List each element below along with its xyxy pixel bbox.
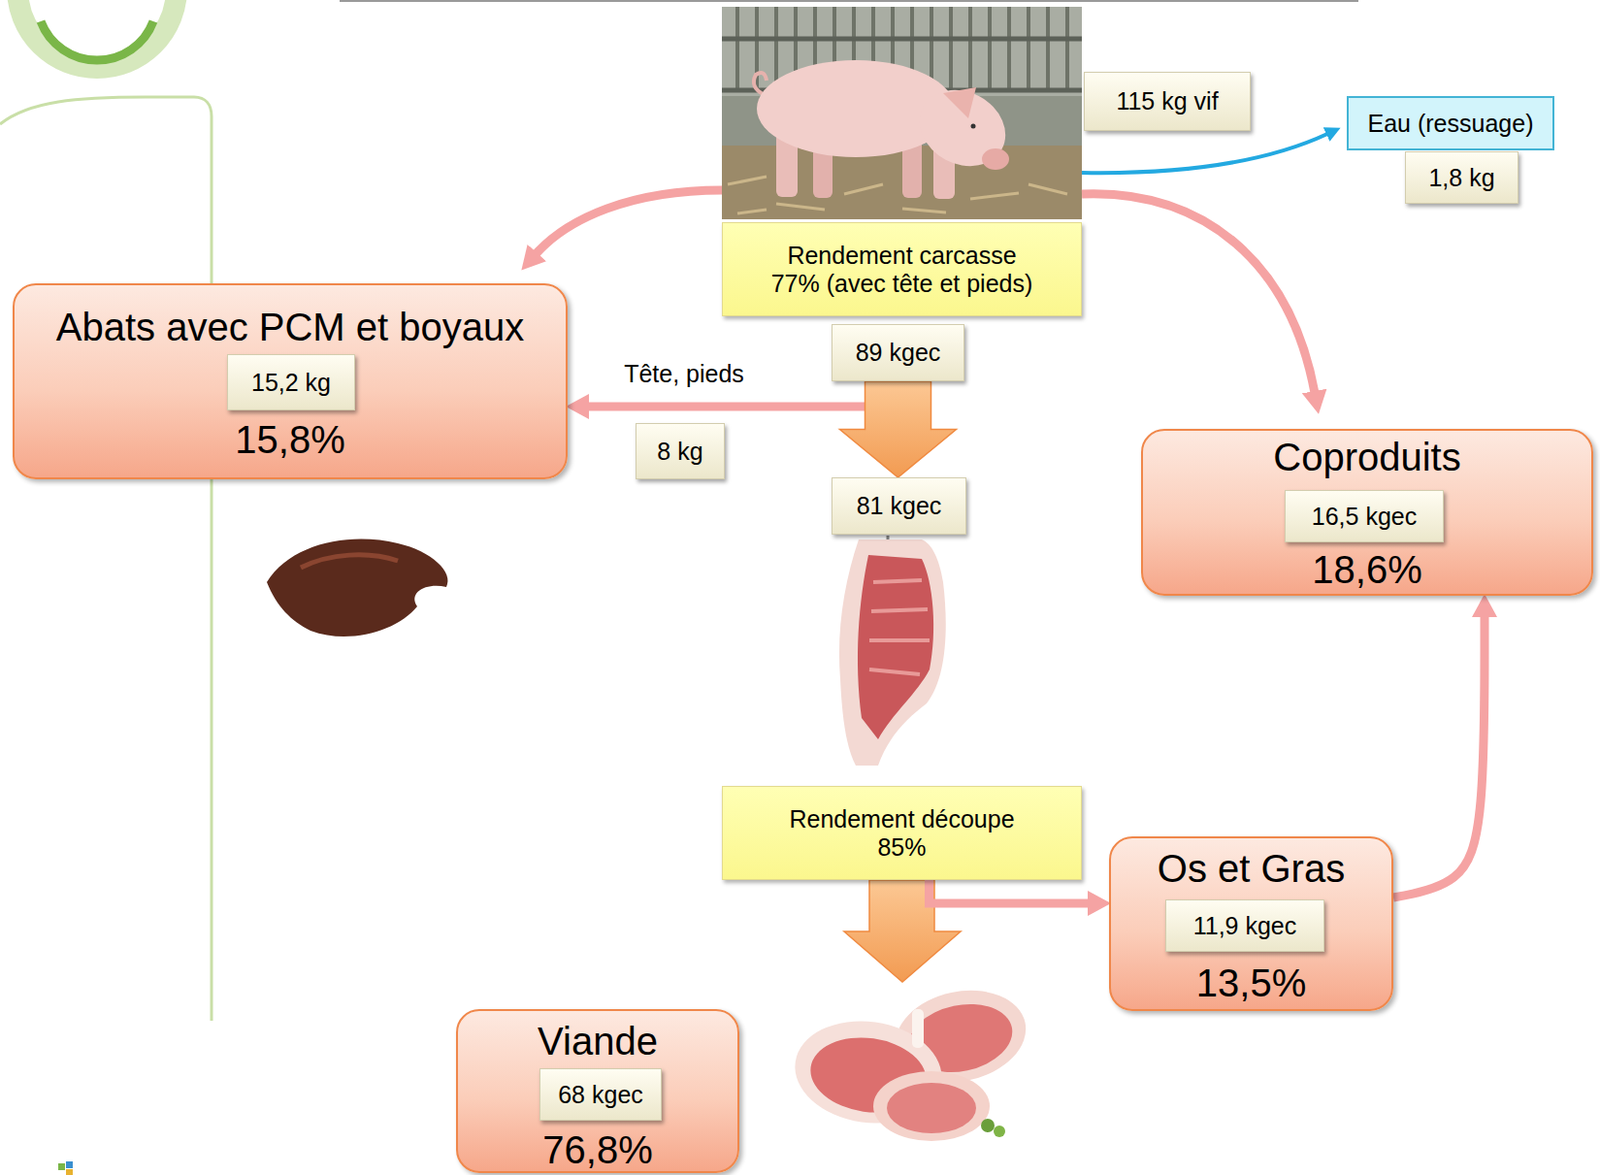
value-tag: 68 kgec xyxy=(539,1068,662,1121)
carcass-ribs xyxy=(869,580,930,675)
straw-floor xyxy=(721,145,1082,220)
value-tag: 115 kg vif xyxy=(1083,71,1251,131)
node-label: 81 kgec xyxy=(856,491,943,521)
value-tag: 8 kg xyxy=(635,423,725,480)
value-tag: 81 kgec xyxy=(831,477,967,535)
icon-square xyxy=(65,1169,73,1175)
node-label: 15,2 kg xyxy=(251,368,331,397)
corner-icon xyxy=(58,1161,73,1175)
logo-arc xyxy=(40,21,154,61)
water-arrow xyxy=(1081,133,1328,173)
block-arrow xyxy=(840,381,957,478)
node-label: 68 kgec xyxy=(557,1080,644,1110)
logo xyxy=(17,0,177,68)
node-value: 76,8% xyxy=(542,1127,653,1173)
carcass-picture xyxy=(839,535,947,766)
node-value: 18,6% xyxy=(1311,547,1422,592)
node-label: 11,9 kgec xyxy=(1193,912,1298,941)
pig-ear xyxy=(943,87,977,119)
node-label: Abats avec PCM et boyaux xyxy=(56,304,524,350)
parsley xyxy=(993,1125,1006,1138)
product-box: Abats avec PCM et boyaux 15,8% 15,2 kg xyxy=(12,283,568,480)
node-label: Os et Gras xyxy=(1157,846,1345,891)
node-label: 115 kg vif xyxy=(1115,87,1218,116)
node-label: 8 kg xyxy=(656,437,703,466)
carcass-meat xyxy=(857,555,934,740)
node-value: 15,8% xyxy=(234,417,345,462)
icon-square xyxy=(65,1161,73,1169)
pig-eye xyxy=(971,124,977,130)
value-tag: 89 kgec xyxy=(831,324,965,382)
yield-box: Rendement découpe 85% xyxy=(721,785,1082,881)
meat-picture xyxy=(788,979,1036,1142)
node-label: 1,8 kg xyxy=(1428,163,1495,193)
value-tag: 15,2 kg xyxy=(227,354,356,411)
node-label: Coproduits xyxy=(1273,434,1461,480)
liver-shape xyxy=(266,539,449,637)
offal-picture xyxy=(266,539,449,637)
node-label: Viande xyxy=(537,1018,658,1064)
chop-bone xyxy=(912,1009,924,1048)
yield-box: Rendement carcasse 77% (avec tête et pie… xyxy=(721,222,1082,317)
flow-arrow xyxy=(1081,194,1315,393)
product-box: Os et Gras 13,5% 11,9 kgec xyxy=(1109,836,1394,1012)
node-label: 16,5 kgec xyxy=(1311,502,1417,531)
flow-arrow xyxy=(535,190,722,255)
node-value: 13,5% xyxy=(1196,960,1307,1006)
node-label: 89 kgec xyxy=(855,338,942,367)
pig-snout xyxy=(981,148,1010,170)
barn-wall xyxy=(721,6,1082,220)
header-edge xyxy=(339,0,1359,2)
pig-photo xyxy=(721,6,1082,220)
node-label: Rendement découpe 85% xyxy=(765,805,1040,862)
edge-label: Tête, pieds xyxy=(620,359,749,389)
chop-fat xyxy=(873,1071,990,1142)
product-box: Coproduits 18,6% 16,5 kgec xyxy=(1141,428,1594,596)
product-box: Viande 76,8% 68 kgec xyxy=(456,1009,740,1174)
water-box: Eau (ressuage) xyxy=(1346,96,1555,151)
chop-meat xyxy=(886,1082,977,1134)
carcass-fat xyxy=(839,539,947,766)
liver-highlight xyxy=(300,555,398,568)
value-tag: 11,9 kgec xyxy=(1165,899,1325,952)
node-label: Eau (ressuage) xyxy=(1368,109,1535,138)
node-label: Rendement carcasse 77% (avec tête et pie… xyxy=(765,241,1040,298)
parsley xyxy=(980,1118,995,1133)
value-tag: 16,5 kgec xyxy=(1284,489,1444,543)
pig-head xyxy=(906,75,1019,182)
logo-ring xyxy=(17,0,177,68)
icon-square xyxy=(58,1163,66,1171)
block-arrow xyxy=(844,880,961,982)
value-tag: 1,8 kg xyxy=(1404,151,1519,204)
flow-arrow xyxy=(1393,615,1485,898)
frame-line xyxy=(0,97,212,1021)
flow-arrow xyxy=(929,880,1091,904)
